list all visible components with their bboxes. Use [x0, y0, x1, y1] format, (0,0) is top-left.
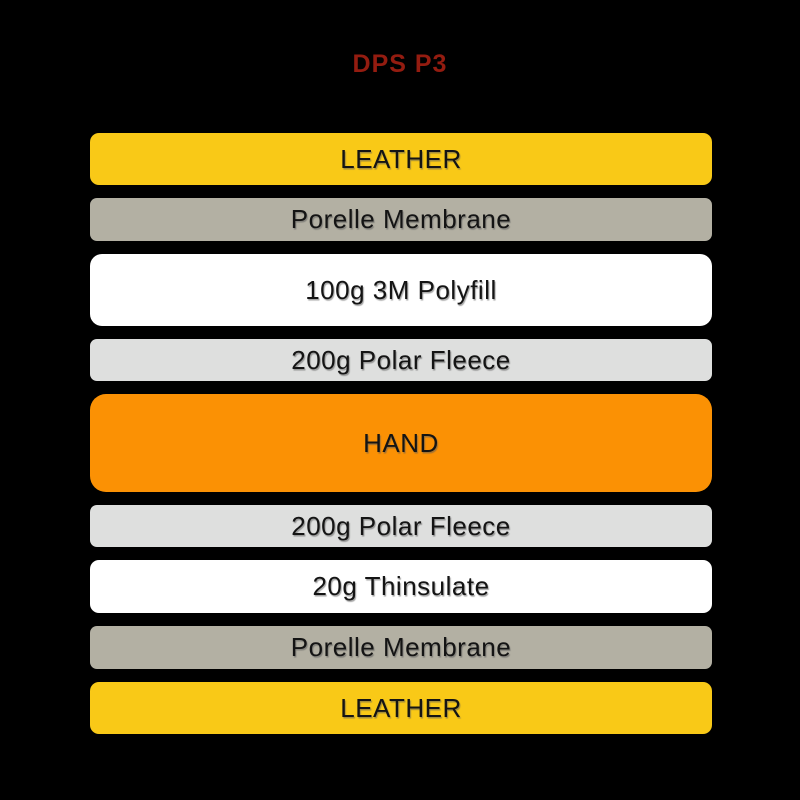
- layer-label: 200g Polar Fleece: [291, 510, 511, 541]
- layer-label: 200g Polar Fleece: [291, 344, 511, 375]
- layer-label: 20g Thinsulate: [312, 571, 490, 601]
- layer-bar-8: LEATHER: [90, 682, 712, 734]
- layer-bar-5: 200g Polar Fleece: [90, 505, 712, 547]
- layer-label: Porelle Membrane: [290, 204, 512, 234]
- layer-label: 100g 3M Polyfill: [305, 274, 497, 305]
- diagram-title: DPS P3: [352, 50, 448, 78]
- layer-label: LEATHER: [340, 143, 462, 174]
- layer-bar-2: 100g 3M Polyfill: [90, 254, 712, 326]
- layer-stack: LEATHER Porelle Membrane 100g 3M Polyfill 2…: [90, 133, 712, 734]
- layer-bar-6: 20g Thinsulate: [90, 560, 712, 613]
- layer-bar-7: Porelle Membrane: [90, 626, 712, 669]
- layer-bar-1: Porelle Membrane: [90, 198, 712, 241]
- layer-bar-3: 200g Polar Fleece: [90, 339, 712, 381]
- layer-label: LEATHER: [340, 692, 462, 723]
- layer-label: Porelle Membrane: [290, 632, 512, 662]
- layer-bar-0: LEATHER: [90, 133, 712, 185]
- layer-label: HAND: [363, 427, 439, 458]
- layer-bar-4: HAND: [90, 394, 712, 492]
